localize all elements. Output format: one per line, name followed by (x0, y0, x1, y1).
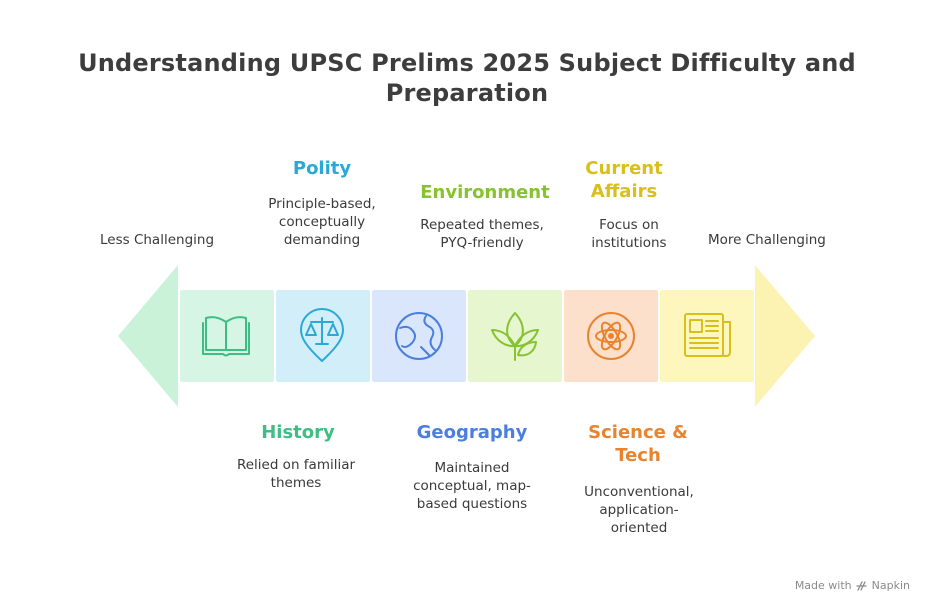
napkin-footer: Made with Napkin (795, 579, 910, 592)
geography-tile (372, 290, 466, 382)
science-tech-heading: Science & Tech (588, 422, 688, 466)
history-heading: History (261, 422, 335, 443)
geography-heading: Geography (416, 422, 528, 443)
page-title-line-1: Understanding UPSC Prelims 2025 Subject … (78, 49, 856, 77)
current-affairs-description: Focus on institutions (591, 217, 667, 251)
book-icon (202, 316, 250, 357)
less-challenging-label: Less Challenging (100, 232, 215, 248)
polity-description: Principle-based, conceptually demanding (268, 196, 376, 248)
globe-icon (395, 312, 443, 360)
current-affairs-heading: Current Affairs (585, 158, 663, 202)
polity-heading: Polity (292, 158, 352, 179)
environment-tile (468, 290, 562, 382)
page-title-line-2: Preparation (385, 79, 549, 107)
history-description: Relied on familiar themes (236, 457, 356, 491)
left-arrowhead (118, 265, 178, 407)
napkin-logo-icon (855, 580, 867, 591)
made-with-label: Made with (794, 579, 852, 592)
environment-heading: Environment (420, 182, 550, 203)
scales-pin-icon (300, 308, 344, 362)
atom-icon (587, 312, 635, 360)
environment-description: Repeated themes, PYQ-friendly (420, 217, 544, 251)
leaf-icon (491, 312, 539, 361)
current-affairs-tile (660, 290, 754, 382)
more-challenging-label: More Challenging (708, 232, 826, 248)
newspaper-icon (684, 313, 731, 357)
napkin-brand-label: Napkin (871, 579, 910, 592)
science-tech-description: Unconventional, application-oriented (584, 484, 694, 536)
right-arrowhead (755, 265, 815, 407)
geography-description: Maintained conceptual, map-based questio… (413, 460, 531, 512)
